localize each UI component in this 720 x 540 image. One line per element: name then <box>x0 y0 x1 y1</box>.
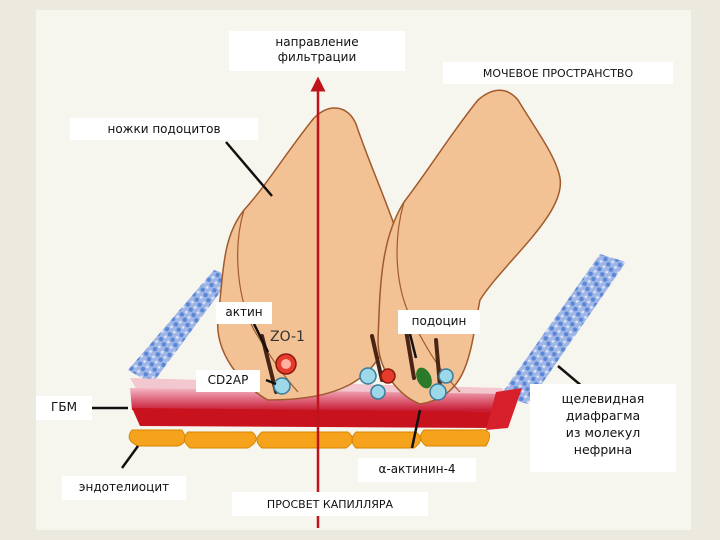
pointer-endothelium <box>120 445 140 469</box>
pointer-actin <box>252 323 270 353</box>
zo1-label: ZO-1 <box>270 329 305 345</box>
podocyte-foot-left <box>217 107 401 401</box>
slit-diaphragm-label: щелевидная диафрагма из молекул нефрина <box>530 384 676 472</box>
endotheliocyte-label: эндотелиоцит <box>62 476 186 500</box>
podocyte-feet-label: ножки подоцитов <box>70 118 258 140</box>
pointer-podocin <box>408 333 418 359</box>
pointer-podocyte-feet <box>225 141 273 197</box>
actin-label: актин <box>216 302 272 324</box>
podocin-protein <box>416 367 432 389</box>
pointer-cd2ap <box>265 378 277 386</box>
urinary-space-label: МОЧЕВОЕ ПРОСТРАНСТВО <box>443 62 673 84</box>
slit-diaphragm-right <box>500 254 626 404</box>
podocin-label: подоцин <box>398 310 480 334</box>
gbm-side <box>486 388 522 430</box>
capillary-lumen-label: ПРОСВЕТ КАПИЛЛЯРА <box>232 492 428 516</box>
pointer-alpha-actinin <box>410 409 422 449</box>
gbm-label: ГБМ <box>36 396 92 420</box>
alpha-actinin-label: α-актинин-4 <box>358 458 476 482</box>
cd2ap-label: CD2AP <box>196 370 260 392</box>
slit-diaphragm-left <box>128 270 232 384</box>
cd2ap-protein <box>273 377 291 395</box>
filtration-direction-label: направление фильтрации <box>229 31 405 71</box>
endothelium <box>128 429 491 449</box>
